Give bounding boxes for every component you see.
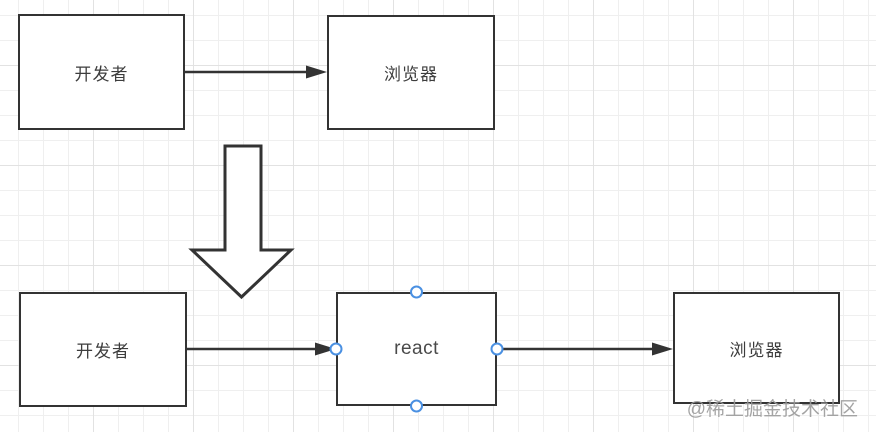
- node-browser-bottom-label: 浏览器: [729, 340, 784, 360]
- watermark: @稀土掘金技术社区: [686, 399, 858, 420]
- node-developer-bottom[interactable]: 开发者: [19, 292, 187, 407]
- connector-react-to-browser[interactable]: [497, 342, 673, 356]
- arrowhead-icon: [652, 342, 673, 356]
- node-developer-top[interactable]: 开发者: [18, 14, 185, 130]
- arrowhead-icon: [306, 65, 327, 79]
- node-developer-top-label: 开发者: [74, 64, 129, 84]
- transform-down-arrow-icon[interactable]: [188, 144, 295, 300]
- node-react-label: react: [394, 338, 439, 359]
- connector-developer-to-browser-top[interactable]: [185, 65, 327, 79]
- connector-developer-to-react[interactable]: [187, 342, 336, 356]
- node-browser-top[interactable]: 浏览器: [327, 15, 495, 130]
- node-browser-top-label: 浏览器: [384, 65, 438, 84]
- arrowhead-icon: [315, 342, 336, 356]
- node-browser-bottom[interactable]: 浏览器: [673, 292, 840, 404]
- node-react[interactable]: react: [336, 292, 497, 406]
- node-developer-bottom-label: 开发者: [76, 342, 130, 361]
